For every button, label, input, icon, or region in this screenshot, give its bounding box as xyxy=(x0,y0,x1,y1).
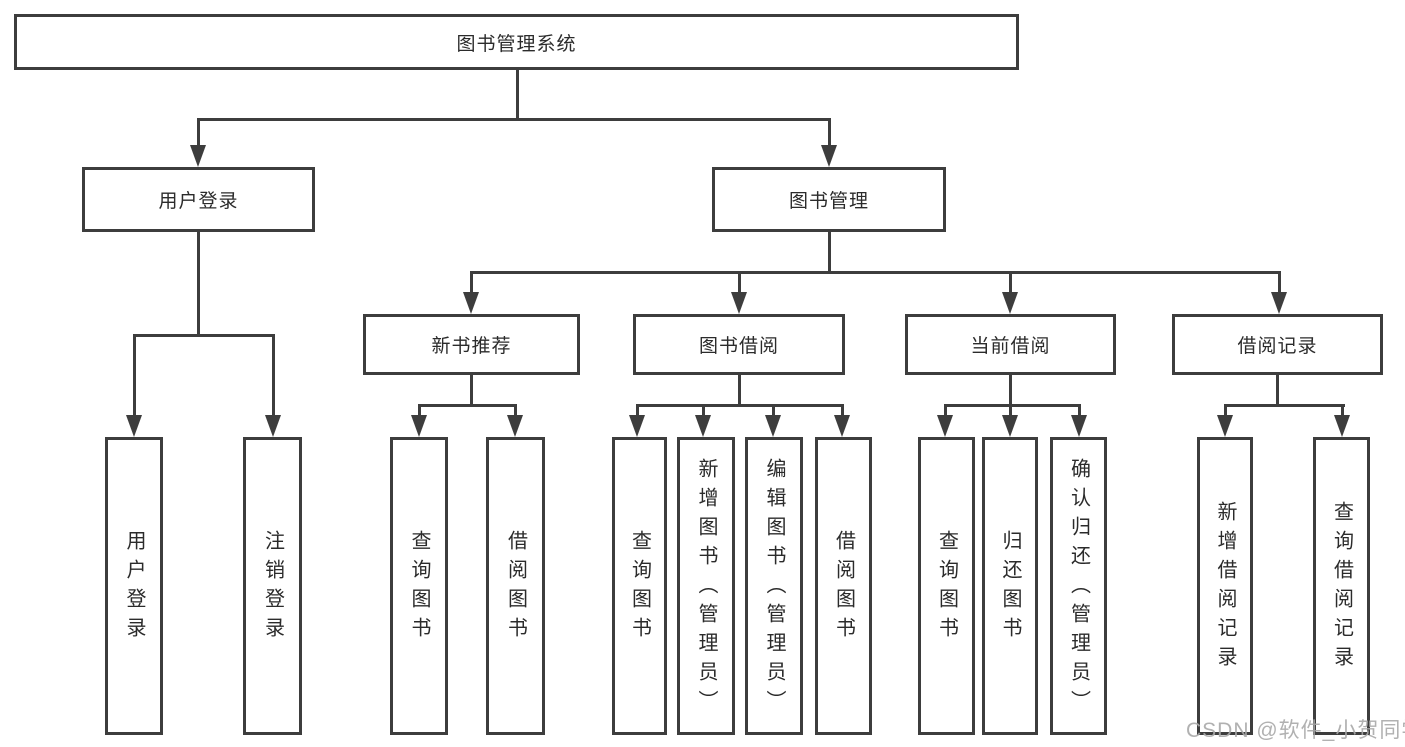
connector-line xyxy=(702,404,705,418)
arrow-down-icon xyxy=(1002,292,1018,314)
connector-line xyxy=(944,404,1081,407)
node-borrowing-records: 借阅记录 xyxy=(1172,314,1383,375)
leaf-bb-borrow-books: 借阅图书 xyxy=(815,437,872,735)
connector-line xyxy=(514,404,517,418)
arrow-down-icon xyxy=(1217,415,1233,437)
connector-line xyxy=(841,404,844,418)
connector-line xyxy=(418,404,421,418)
leaf-nbr-borrow-books: 借阅图书 xyxy=(486,437,545,735)
connector-line xyxy=(133,334,136,417)
connector-line xyxy=(738,271,741,295)
node-book-management: 图书管理 xyxy=(712,167,946,232)
connector-line xyxy=(636,404,844,407)
arrow-down-icon xyxy=(1002,415,1018,437)
node-new-book-recommend: 新书推荐 xyxy=(363,314,580,375)
connector-line xyxy=(272,334,275,417)
arrow-down-icon xyxy=(463,292,479,314)
leaf-user-login: 用户登录 xyxy=(105,437,163,735)
connector-line xyxy=(1009,404,1012,418)
connector-line xyxy=(470,271,473,295)
arrow-down-icon xyxy=(1071,415,1087,437)
connector-line xyxy=(1276,373,1279,407)
leaf-cb-confirm-return-admin: 确认归还（管理员） xyxy=(1050,437,1107,735)
leaf-br-add-record: 新增借阅记录 xyxy=(1197,437,1253,735)
leaf-cb-query-books: 查询图书 xyxy=(918,437,975,735)
arrow-down-icon xyxy=(731,292,747,314)
arrow-down-icon xyxy=(834,415,850,437)
connector-line xyxy=(197,118,831,121)
leaf-bb-edit-books-admin: 编辑图书（管理员） xyxy=(745,437,803,735)
node-current-borrowing: 当前借阅 xyxy=(905,314,1116,375)
connector-line xyxy=(516,68,519,120)
watermark: CSDN @软件_小贺同学 xyxy=(1186,719,1405,742)
connector-line xyxy=(1078,404,1081,418)
arrow-down-icon xyxy=(1334,415,1350,437)
arrow-down-icon xyxy=(411,415,427,437)
connector-line xyxy=(636,404,639,418)
connector-line xyxy=(1224,404,1345,407)
connector-line xyxy=(1224,404,1227,418)
arrow-down-icon xyxy=(507,415,523,437)
leaf-nbr-query-books: 查询图书 xyxy=(390,437,448,735)
leaf-bb-query-books: 查询图书 xyxy=(612,437,667,735)
connector-line xyxy=(418,404,517,407)
connector-line xyxy=(828,118,831,148)
leaf-logout-login: 注销登录 xyxy=(243,437,302,735)
connector-line xyxy=(470,373,473,407)
connector-line xyxy=(197,230,200,336)
connector-line xyxy=(197,118,200,148)
node-book-borrowing: 图书借阅 xyxy=(633,314,845,375)
connector-line xyxy=(133,334,275,337)
connector-line xyxy=(1341,404,1344,418)
arrow-down-icon xyxy=(765,415,781,437)
connector-line xyxy=(1278,271,1281,295)
node-library-management-system: 图书管理系统 xyxy=(14,14,1019,70)
arrow-down-icon xyxy=(190,145,206,167)
connector-line xyxy=(470,271,1281,274)
node-user-login-branch: 用户登录 xyxy=(82,167,315,232)
arrow-down-icon xyxy=(1271,292,1287,314)
connector-line xyxy=(1009,271,1012,295)
arrow-down-icon xyxy=(265,415,281,437)
arrow-down-icon xyxy=(126,415,142,437)
leaf-cb-return-books: 归还图书 xyxy=(982,437,1038,735)
arrow-down-icon xyxy=(821,145,837,167)
connector-line xyxy=(738,373,741,407)
connector-line xyxy=(1009,373,1012,407)
connector-line xyxy=(772,404,775,418)
connector-line xyxy=(828,230,831,273)
arrow-down-icon xyxy=(695,415,711,437)
arrow-down-icon xyxy=(937,415,953,437)
leaf-br-query-record: 查询借阅记录 xyxy=(1313,437,1370,735)
connector-line xyxy=(944,404,947,418)
leaf-bb-add-books-admin: 新增图书（管理员） xyxy=(677,437,735,735)
arrow-down-icon xyxy=(629,415,645,437)
